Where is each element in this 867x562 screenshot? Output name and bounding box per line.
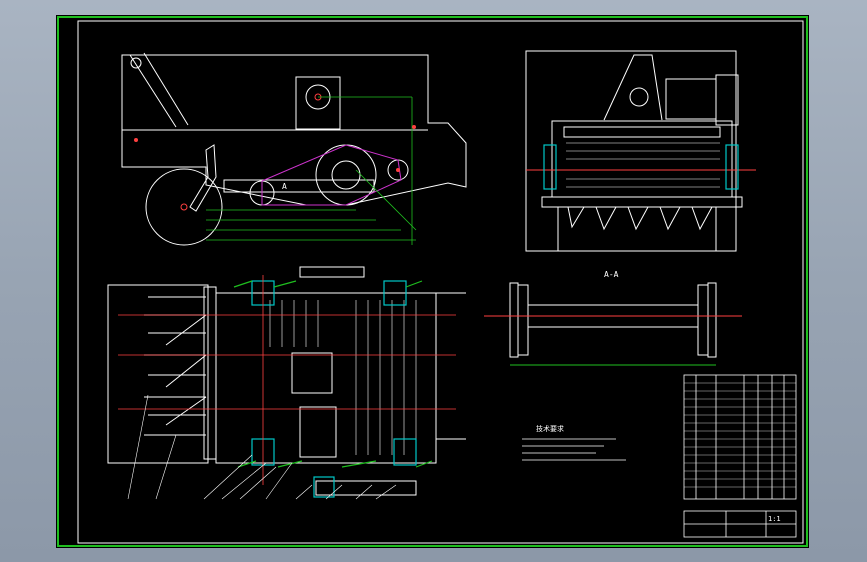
large-sprocket-inner xyxy=(331,160,361,190)
title-block xyxy=(683,374,797,538)
arm-pivot xyxy=(130,57,142,69)
parts-list xyxy=(683,374,797,500)
side-view xyxy=(121,52,467,246)
parts-rows xyxy=(684,382,796,488)
section-right-flange xyxy=(697,284,709,356)
cad-drawing-sheet: A-A xyxy=(56,15,809,548)
leader xyxy=(375,484,397,500)
leader xyxy=(203,454,253,500)
plan-drive-bar xyxy=(299,266,365,278)
drive-chain xyxy=(261,144,402,206)
colter xyxy=(189,144,217,212)
red-mark-1 xyxy=(134,138,138,142)
side-bearing-box xyxy=(295,76,341,130)
plan-blades xyxy=(165,314,207,426)
leader-lines xyxy=(127,394,397,500)
plan-coupling xyxy=(313,476,335,498)
leader xyxy=(155,434,177,500)
leader xyxy=(221,462,267,500)
front-view xyxy=(525,50,756,252)
plan-frame-left xyxy=(203,286,217,460)
plan-body xyxy=(215,292,437,464)
leader xyxy=(295,484,313,500)
hatch-bottom xyxy=(237,460,433,468)
plan-bearings xyxy=(251,280,417,498)
plan-slats xyxy=(269,300,417,455)
motor-body xyxy=(665,78,717,120)
section-left-flange xyxy=(517,284,529,356)
side-dimensions xyxy=(206,96,417,245)
side-bottom-plate xyxy=(223,179,375,193)
bearing-left xyxy=(543,144,557,190)
drum-top xyxy=(563,126,721,138)
leader xyxy=(325,484,343,500)
side-chain xyxy=(261,144,402,206)
bottom-bar xyxy=(541,196,743,208)
leader xyxy=(239,466,277,500)
red-mark-3 xyxy=(396,168,400,172)
leader xyxy=(265,462,293,500)
tines xyxy=(567,206,713,231)
plan-tines xyxy=(144,296,206,436)
plan-red-lines xyxy=(118,275,456,485)
scale-label: 1:1 xyxy=(768,515,781,523)
ground-wheel-hub xyxy=(180,203,188,211)
plan-gearbox xyxy=(291,352,333,394)
cad-drawing-canvas: A-A xyxy=(57,16,808,547)
front-drum-slats xyxy=(566,142,720,188)
bearing-right xyxy=(725,144,739,190)
section-left-plate xyxy=(509,282,519,358)
hitch-pin xyxy=(629,87,649,107)
red-mark-2 xyxy=(412,125,416,129)
front-frame xyxy=(525,50,737,252)
outer-border xyxy=(57,16,808,547)
view-marker-a: A xyxy=(282,182,287,191)
hitch-tower xyxy=(603,54,663,121)
plan-bottom-shaft xyxy=(315,480,417,496)
tech-requirements-heading: 技术要求 xyxy=(536,424,564,433)
lift-arm xyxy=(129,52,189,128)
plan-view xyxy=(107,266,466,496)
hatch-top xyxy=(233,280,423,288)
side-frame-outline xyxy=(121,54,467,206)
section-right-plate xyxy=(707,282,717,358)
plan-motor xyxy=(299,406,337,458)
pulley xyxy=(715,74,739,126)
side-red-marks xyxy=(134,125,416,172)
plan-green-hatch xyxy=(233,280,433,468)
leader xyxy=(127,394,149,500)
plan-bearing-br xyxy=(393,438,417,466)
leader xyxy=(355,484,373,500)
tech-notes-lines xyxy=(522,438,626,461)
plan-bearing-tr xyxy=(383,280,407,306)
plan-outline xyxy=(107,284,209,464)
dim-line-7 xyxy=(355,169,417,231)
inner-frame xyxy=(77,20,804,544)
ground-wheel xyxy=(145,168,223,246)
section-label: A-A xyxy=(604,270,619,279)
section-aa xyxy=(509,282,717,366)
front-bearings xyxy=(543,144,739,190)
